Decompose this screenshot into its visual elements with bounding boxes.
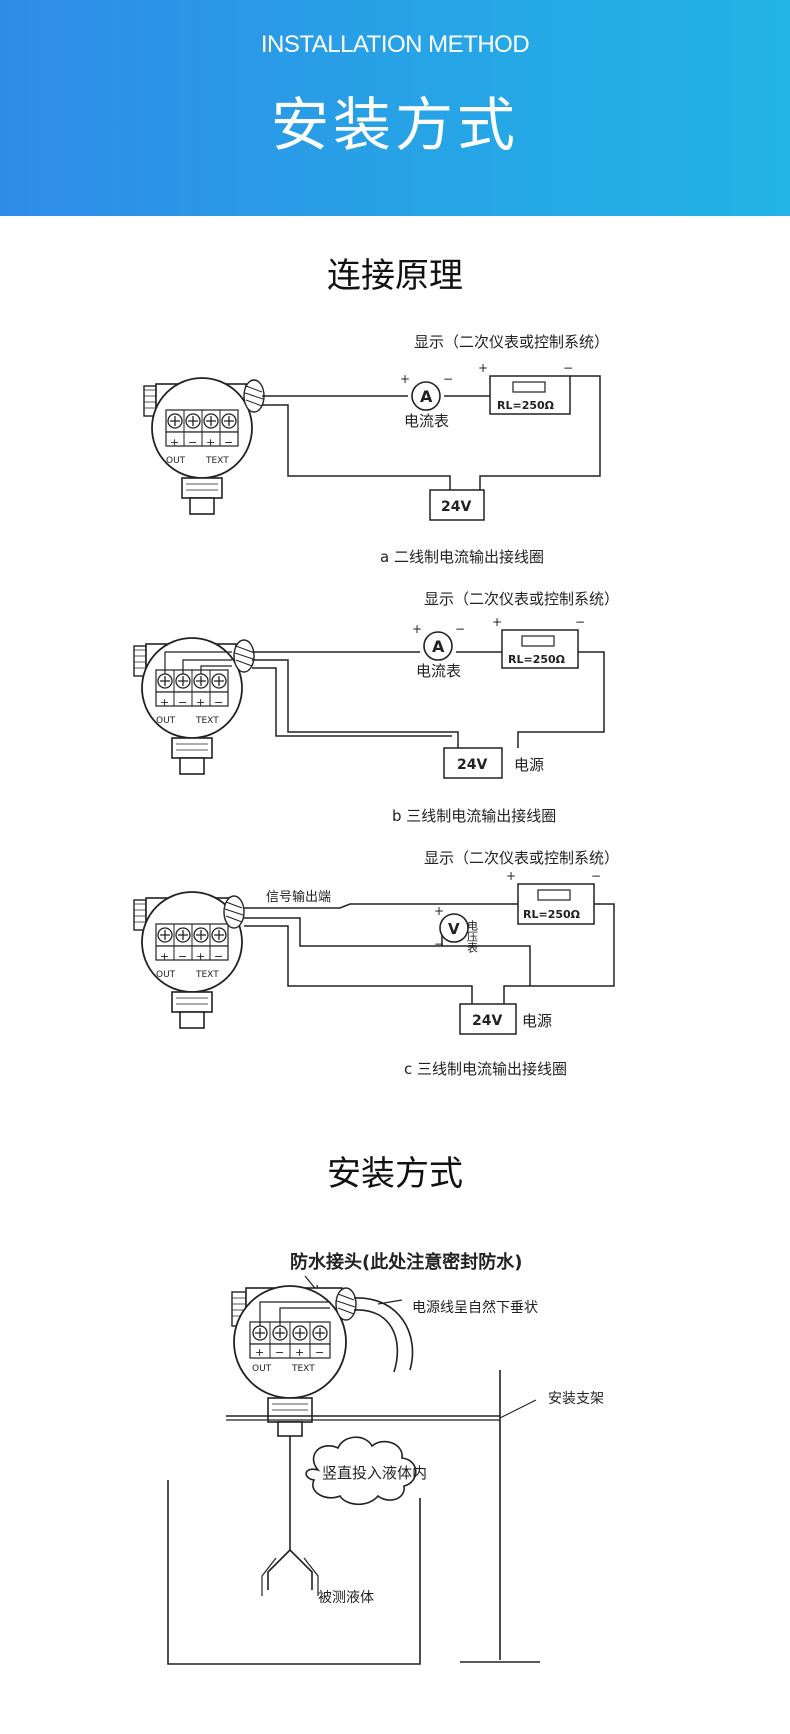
terminal-out-label: OUT [156,970,176,980]
terminal-minus: − [315,1346,324,1359]
diagram-c-wires [244,903,615,1004]
diagram-c-display-label: 显示（二次仪表或控制系统） [424,849,619,867]
terminal-plus: + [255,1346,264,1359]
diagram-a-wires [262,375,601,490]
diagram-b: 显示（二次仪表或控制系统） + − + − OUT TEXT [133,590,619,825]
voltmeter-label: 电压表 [466,920,479,954]
waterproof-label: 防水接头(此处注意密封防水) [290,1251,522,1273]
supply-caption: 电源 [514,756,544,774]
diagram-a-display-label: 显示（二次仪表或控制系统） [414,333,609,351]
svg-text:+: + [400,372,410,386]
power-supply-c: 24V 电源 [459,1003,552,1035]
cloud-note: 竖直投入液体内 [305,1436,427,1506]
load-label: RL=250Ω [523,908,581,921]
header-title-cn: 安装方式 [270,91,519,159]
ammeter-symbol: A [420,387,433,406]
terminal-minus: − [224,436,233,449]
liquid-label: 被测液体 [318,1590,374,1606]
terminal-minus: − [178,696,187,709]
terminal-plus: + [196,696,205,709]
terminal-minus: − [188,436,197,449]
terminal-text-label: TEXT [291,1364,315,1374]
terminal-minus: − [214,950,223,963]
diagram-b-terminals: + − + − OUT TEXT [156,673,227,726]
diagram-a: 显示（二次仪表或控制系统） + − + − OUT TEXT A [143,333,609,566]
svg-text:+: + [478,361,488,375]
liquid-tank: 被测液体 [167,1480,421,1665]
mounting-bracket: 安装支架 [226,1370,604,1663]
wiring-diagrams: 显示（二次仪表或控制系统） + − + − OUT TEXT A [133,333,619,1078]
supply-label: 24V [441,499,471,515]
power-supply-a: 24V [429,489,485,521]
load-label: RL=250Ω [508,653,566,666]
load-resistor-c: RL=250Ω + − [506,869,601,925]
terminal-plus: + [196,950,205,963]
supply-label: 24V [472,1013,502,1029]
bracket-label: 安装支架 [548,1391,604,1407]
power-supply-b: 24V 电源 [443,747,544,779]
diagram-b-display-label: 显示（二次仪表或控制系统） [424,590,619,608]
load-label: RL=250Ω [497,399,555,412]
terminal-out-label: OUT [156,716,176,726]
ammeter-a: A + − 电流表 [400,372,453,430]
load-resistor-b: RL=250Ω + − [492,615,585,669]
installation-diagram: 防水接头(此处注意密封防水) + − + − OUT TEXT 电源线呈自然下垂… [167,1251,604,1665]
svg-text:−: − [563,361,573,375]
terminal-plus: + [170,436,179,449]
terminal-minus: − [178,950,187,963]
terminal-plus: + [160,950,169,963]
svg-text:+: + [492,615,502,629]
signal-output-label: 信号输出端 [266,889,331,905]
ammeter-label: 电流表 [416,662,461,680]
svg-text:−: − [575,615,585,629]
terminal-text-label: TEXT [205,456,229,466]
svg-text:+: + [434,904,444,918]
svg-text:−: − [455,622,465,636]
diagram-c: 显示（二次仪表或控制系统） + − + − OUT TEXT 信号输出端 [133,849,619,1078]
svg-text:+: + [412,622,422,636]
terminal-text-label: TEXT [195,716,219,726]
diagram-c-caption: c 三线制电流输出接线圈 [404,1060,567,1078]
terminal-out-label: OUT [166,456,186,466]
installation-transmitter: + − + − OUT TEXT [231,1285,347,1437]
svg-text:+: + [506,869,516,883]
ammeter-label: 电流表 [404,412,449,430]
terminal-minus: − [214,696,223,709]
svg-text:−: − [443,372,453,386]
diagram-a-caption: a 二线制电流输出接线圈 [380,548,544,566]
supply-label: 24V [457,757,487,773]
cable-label: 电源线呈自然下垂状 [412,1299,538,1316]
diagram-b-transmitter [133,637,243,775]
terminal-plus: + [295,1346,304,1359]
voltmeter-c: V + − 电压表 [434,904,479,954]
ammeter-b: A + − 电流表 [412,622,465,680]
voltmeter-symbol: V [448,920,460,938]
ammeter-symbol: A [432,637,445,656]
diagram-a-transmitter [143,377,253,515]
terminal-out-label: OUT [252,1364,272,1374]
load-resistor-a: RL=250Ω + − [478,361,573,415]
diagram-b-caption: b 三线制电流输出接线圈 [392,807,556,825]
header-banner: INSTALLATION METHOD 安装方式 [0,0,790,216]
section-title-connection: 连接原理 [327,256,463,296]
header-title-en: INSTALLATION METHOD [260,31,530,58]
terminal-text-label: TEXT [195,970,219,980]
diagram-c-terminals: + − + − OUT TEXT [156,927,227,980]
diagram-b-wires [252,651,605,748]
terminal-minus: − [275,1346,284,1359]
svg-text:−: − [434,937,444,951]
terminal-plus: + [206,436,215,449]
svg-text:−: − [591,869,601,883]
cloud-label: 竖直投入液体内 [322,1464,427,1482]
supply-caption: 电源 [522,1012,552,1030]
diagram-a-terminals: + − + − OUT TEXT [166,413,237,466]
section-title-installation: 安装方式 [327,1154,463,1194]
terminal-plus: + [160,696,169,709]
